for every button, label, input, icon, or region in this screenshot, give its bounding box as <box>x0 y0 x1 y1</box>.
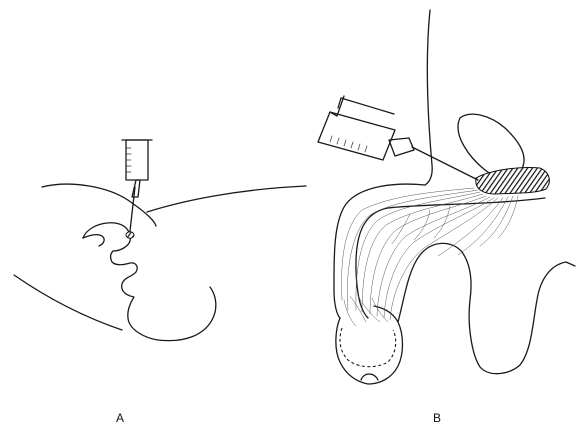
panel-a-lower-body-contour <box>14 275 122 330</box>
panel-b-diffusion-lines <box>342 188 518 326</box>
panel-a-label: A <box>116 412 124 424</box>
panel-a-thigh-contour <box>147 186 306 212</box>
panel-b-drawing <box>318 10 575 384</box>
panel-a-injection-site <box>126 232 134 238</box>
panel-b-penis-inner-contour <box>356 198 545 318</box>
panel-a-drawing <box>14 140 306 341</box>
panel-b-glans-dashed <box>340 328 396 367</box>
panel-b-syringe <box>318 96 478 180</box>
panel-b-glans <box>336 306 403 384</box>
panel-a-syringe <box>122 140 152 231</box>
panel-b-penis-outer-contour <box>334 184 425 318</box>
panel-b-abdominal-wall <box>425 10 432 185</box>
panel-a-glans-fold <box>83 235 104 246</box>
panel-b-scrotum-contour <box>398 243 575 373</box>
panel-b-label: B <box>433 412 441 424</box>
panel-b-meatus <box>361 374 378 380</box>
